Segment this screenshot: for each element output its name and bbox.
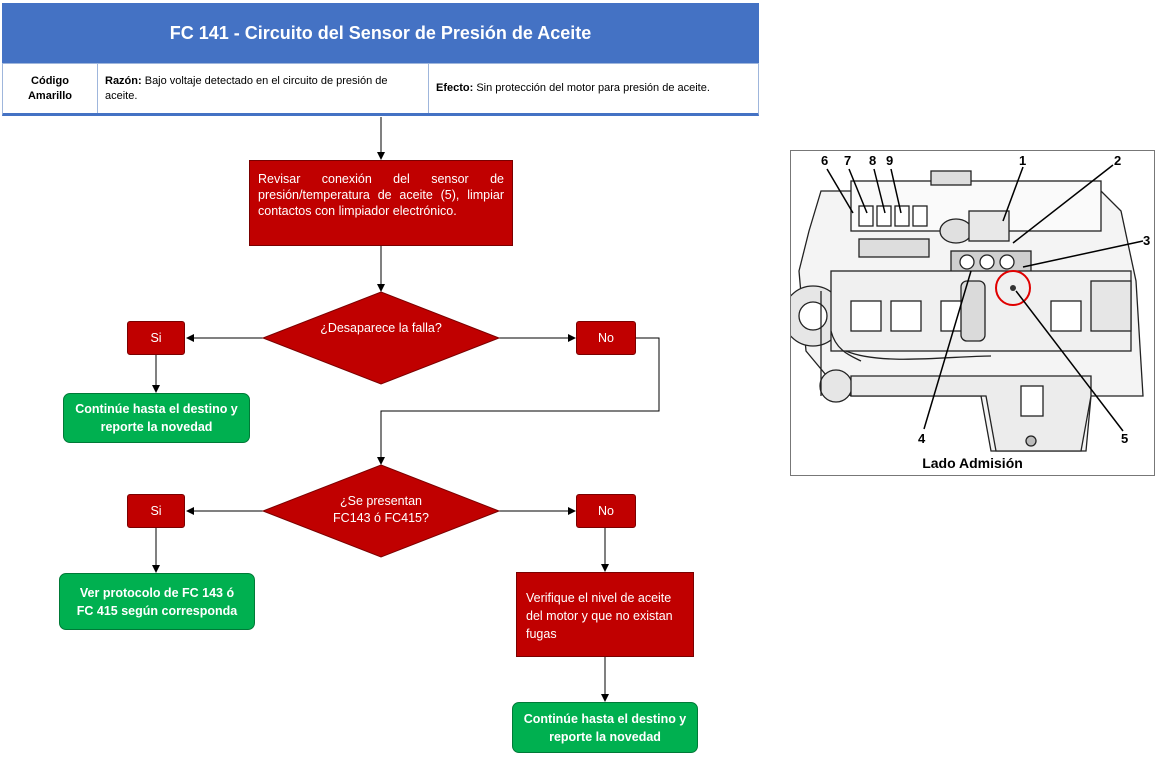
no2-box: No	[576, 494, 636, 528]
yes2-box: Si	[127, 494, 185, 528]
decision2-diamond	[261, 464, 501, 558]
figure-caption: Lado Admisión	[922, 455, 1023, 471]
decision1-diamond	[261, 291, 501, 385]
page-title: FC 141 - Circuito del Sensor de Presión …	[2, 3, 759, 63]
sensor-highlight-circle	[995, 270, 1031, 306]
effect-text: Sin protección del motor para presión de…	[473, 82, 710, 94]
yes1-box: Si	[127, 321, 185, 355]
callout-8: 8	[869, 153, 876, 168]
engine-figure: 6 7 8 9 1 2 3 4 5	[782, 150, 1155, 476]
connector-no1-decision2	[377, 337, 660, 465]
callout-2: 2	[1114, 153, 1121, 168]
callout-3: 3	[1143, 233, 1150, 248]
reason-text: Bajo voltaje detectado en el circuito de…	[105, 74, 388, 102]
check-oil-box: Verifique el nivel de aceite del motor y…	[516, 572, 694, 657]
step1-box: Revisar conexión del sensor de presión/t…	[249, 160, 513, 246]
step1-text: Revisar conexión del sensor de presión/t…	[258, 172, 504, 218]
no1-box: No	[576, 321, 636, 355]
decision2-text: ¿Se presentan FC143 ó FC415?	[333, 494, 429, 525]
reason-label: Razón:	[105, 74, 142, 87]
decision1-text: ¿Desaparece la falla?	[320, 321, 442, 335]
callout-6: 6	[821, 153, 828, 168]
see-protocol-box: Ver protocolo de FC 143 ó FC 415 según c…	[59, 573, 255, 630]
check-oil-text: Verifique el nivel de aceite del motor y…	[526, 591, 673, 641]
engine-illustration: 6 7 8 9 1 2 3 4 5	[782, 153, 1150, 452]
callout-5: 5	[1121, 431, 1128, 446]
reason-cell: Razón: Bajo voltaje detectado en el circ…	[98, 64, 429, 113]
continue2-box: Continúe hasta el destino y reporte la n…	[512, 702, 698, 753]
callout-7: 7	[844, 153, 851, 168]
continue1-box: Continúe hasta el destino y reporte la n…	[63, 393, 250, 443]
callout-9: 9	[886, 153, 893, 168]
callout-1: 1	[1019, 153, 1026, 168]
effect-label: Efecto:	[436, 82, 474, 94]
effect-cell: Efecto: Sin protección del motor para pr…	[429, 64, 758, 113]
code-label: Código Amarillo	[3, 64, 98, 113]
info-row: Código Amarillo Razón: Bajo voltaje dete…	[2, 63, 759, 116]
callout-4: 4	[918, 431, 926, 446]
